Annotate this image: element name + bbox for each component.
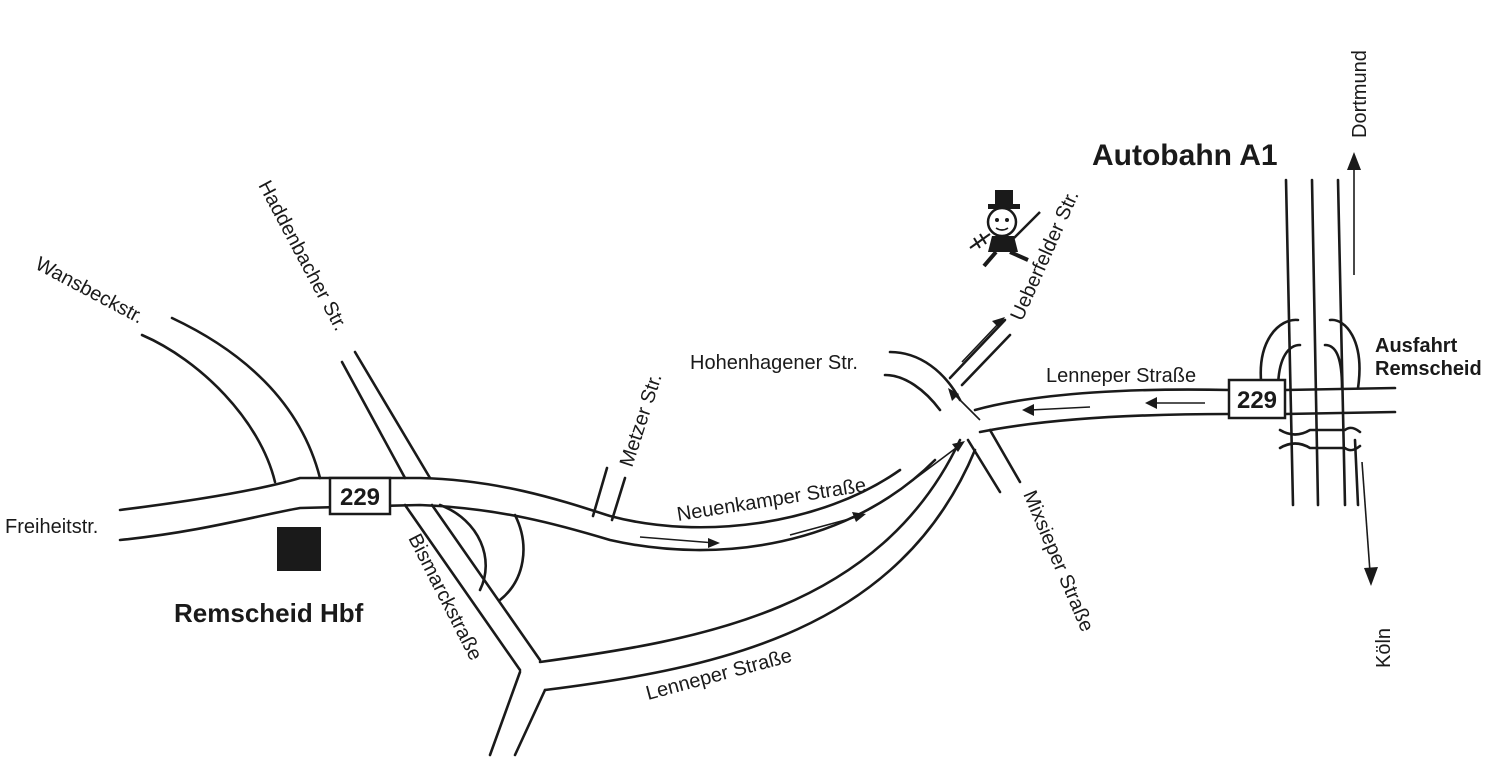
street-label-bismarckstrasse: Bismarckstraße [404, 530, 487, 664]
road-ueberfelder [948, 318, 1007, 380]
road-exit-loop-east [1328, 318, 1361, 390]
arrow-head-icon [708, 538, 720, 548]
route-shield-west: 229 [328, 476, 392, 516]
exit-label-line2: Remscheid [1375, 358, 1482, 380]
arrow-south-icon [1364, 567, 1378, 586]
road-lenneper-east [973, 388, 1232, 412]
road-inner-loop [498, 513, 525, 602]
street-label-metzer: Metzer Str. [616, 371, 667, 470]
arrow-head-icon [1022, 404, 1034, 416]
station-marker-icon [277, 527, 321, 571]
bridge-mark [1278, 426, 1362, 436]
route-shield-east: 229 [1227, 378, 1287, 420]
exit-label-line1: Ausfahrt [1375, 335, 1458, 357]
street-label-wansbeckstr: Wansbeckstr. [32, 253, 148, 328]
street-label-lenneper-east: Lenneper Straße [1046, 365, 1196, 387]
road-autobahn-a1 [1284, 178, 1295, 507]
direction-koeln-label: Köln [1373, 628, 1395, 668]
street-label-freiheitstr: Freiheitstr. [5, 516, 98, 538]
road-hohenhagener [888, 350, 962, 402]
road-exit-loop-west [1259, 318, 1300, 392]
road-wansbeckstr [170, 316, 322, 480]
road-mixsieper [988, 428, 1022, 484]
arrow-head-icon [952, 441, 965, 452]
direction-dortmund-label: Dortmund [1349, 50, 1371, 138]
arrow-head-icon [992, 317, 1005, 328]
route-shield-east-label: 229 [1237, 387, 1277, 414]
autobahn-label: Autobahn A1 [1092, 139, 1278, 172]
station-label: Remscheid Hbf [174, 598, 364, 628]
direction-arrows [639, 152, 1378, 586]
road-lenneper-south [538, 438, 962, 664]
road-haddenbacher [353, 350, 432, 480]
road-metzer [610, 476, 627, 522]
route-shield-west-label: 229 [340, 484, 380, 511]
road-network [118, 178, 1397, 757]
arrow-head-icon [1145, 397, 1157, 409]
arrow-head-icon [852, 512, 866, 522]
arrow-head-icon [948, 388, 959, 401]
street-label-lenneper-south: Lenneper Straße [644, 645, 795, 705]
street-label-hohenhagener: Hohenhagener Str. [690, 352, 858, 374]
street-label-neuenkamper: Neuenkamper Straße [675, 474, 867, 526]
chimney-sweep-mascot-icon [969, 190, 1041, 268]
road-freiheitstr-north [118, 468, 902, 529]
road-freiheitstr-south [118, 458, 937, 552]
arrow-north-icon [1347, 152, 1361, 170]
street-label-haddenbacher: Haddenbacher Str. [254, 177, 352, 335]
street-label-mixsieper: Mixsieper Straße [1018, 487, 1097, 635]
road-bismarckstrasse [430, 503, 542, 662]
